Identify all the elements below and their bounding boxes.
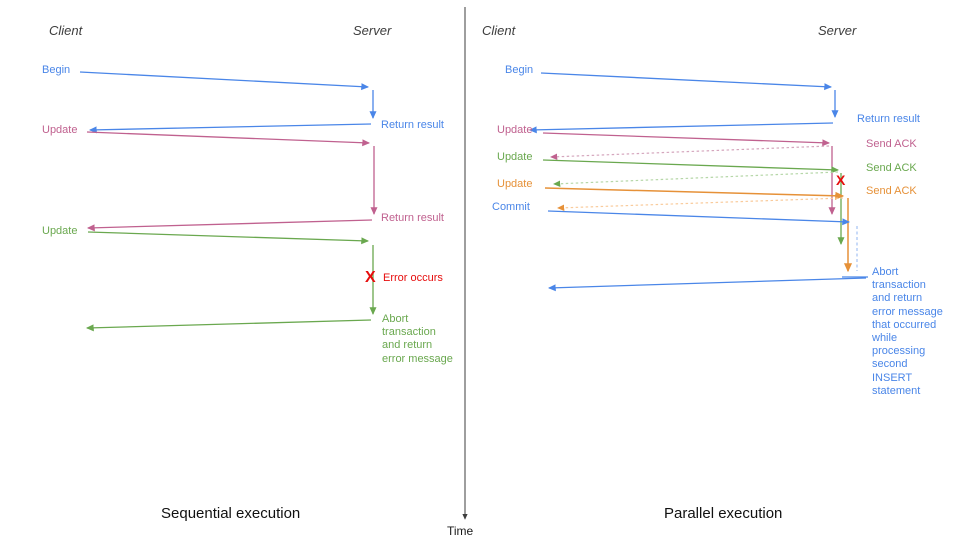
par-update-1-request-arrow bbox=[542, 132, 831, 147]
par-send-ack-3-dotted-arrow bbox=[557, 197, 844, 212]
par-client-header: Client bbox=[482, 23, 516, 38]
par-caption: Parallel execution bbox=[664, 505, 783, 522]
seq-begin-label: Begin bbox=[42, 64, 71, 76]
seq-update-1-request-arrow bbox=[86, 131, 371, 147]
seq-abort-message-label: Abort transaction and return error messa… bbox=[382, 313, 453, 365]
seq-client-header: Client bbox=[49, 23, 83, 38]
par-send-ack-1-label: Send ACK bbox=[866, 138, 917, 150]
par-send-ack-3-label: Send ACK bbox=[866, 185, 917, 197]
seq-server-header: Server bbox=[353, 23, 392, 38]
par-server-header: Server bbox=[818, 23, 857, 38]
par-commit-request-arrow bbox=[547, 210, 851, 226]
seq-error-x-icon: X bbox=[365, 269, 376, 286]
seq-begin-request-arrow bbox=[79, 71, 370, 91]
time-axis-label: Time bbox=[447, 524, 474, 538]
seq-return-result-1-label: Return result bbox=[381, 119, 444, 131]
parallel-panel-arrows bbox=[528, 72, 868, 292]
seq-update-1-label: Update bbox=[42, 124, 78, 136]
par-return-result-label: Return result bbox=[857, 113, 920, 125]
par-send-ack-1-dotted-arrow bbox=[550, 145, 830, 160]
par-update-2-request-arrow bbox=[542, 159, 840, 174]
par-update-3-request-arrow bbox=[544, 187, 845, 200]
seq-caption: Sequential execution bbox=[161, 505, 301, 522]
seq-update-2-request-arrow bbox=[87, 231, 370, 245]
par-abort-message-label: Abort transaction and return error messa… bbox=[872, 266, 943, 397]
par-send-ack-2-label: Send ACK bbox=[866, 162, 917, 174]
par-send-ack-2-dotted-arrow bbox=[553, 171, 839, 187]
par-commit-label: Commit bbox=[492, 201, 530, 213]
par-abort-return-arrow bbox=[547, 277, 867, 292]
par-update-1-label: Update bbox=[497, 124, 533, 136]
seq-return-result-2-arrow bbox=[86, 219, 373, 232]
par-error-x-icon: X bbox=[836, 172, 846, 188]
par-return-result-arrow bbox=[528, 122, 834, 134]
seq-error-occurs-label: Error occurs bbox=[383, 272, 443, 284]
seq-return-result-2-label: Return result bbox=[381, 212, 444, 224]
seq-update-2-label: Update bbox=[42, 225, 78, 237]
par-begin-label: Begin bbox=[505, 64, 534, 76]
par-update-3-label: Update bbox=[497, 178, 533, 190]
seq-return-result-1-arrow bbox=[88, 123, 372, 134]
sequential-panel-arrows bbox=[79, 71, 378, 332]
par-begin-request-arrow bbox=[540, 72, 833, 91]
seq-abort-return-arrow bbox=[85, 319, 372, 332]
par-update-2-label: Update bbox=[497, 151, 533, 163]
